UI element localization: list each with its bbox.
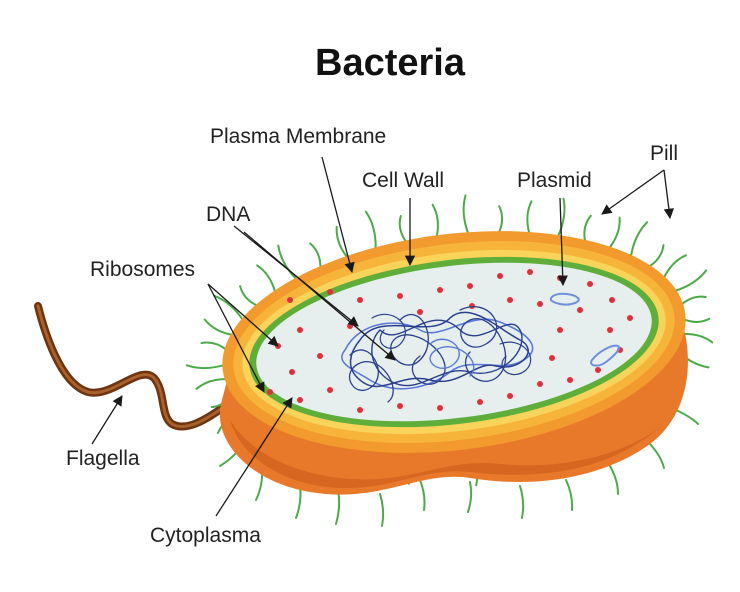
ribosome xyxy=(267,389,273,395)
pilus xyxy=(565,479,574,511)
ribosome xyxy=(627,315,633,321)
ribosome xyxy=(297,397,303,403)
ribosome xyxy=(587,281,593,287)
ribosome xyxy=(497,273,503,279)
pilus xyxy=(398,215,407,243)
ribosome xyxy=(357,297,363,303)
plasmid xyxy=(590,344,620,367)
ribosome xyxy=(397,293,403,299)
plasmid xyxy=(549,292,580,306)
pilus xyxy=(609,465,619,495)
ribosome-group xyxy=(267,269,633,413)
ribosome xyxy=(327,289,333,295)
ribosome xyxy=(289,369,295,375)
label-plasmid: Plasmid xyxy=(517,169,592,192)
diagram-title: Bacteria xyxy=(315,42,466,84)
leader-plasma-membrane xyxy=(321,156,355,274)
pilus xyxy=(648,244,665,268)
pilus xyxy=(662,254,687,280)
pilus xyxy=(309,242,322,269)
pilus xyxy=(467,481,473,513)
pilus xyxy=(335,489,341,525)
pilus xyxy=(673,269,708,293)
labels: Plasma Membrane Cell Wall Plasmid Pill D… xyxy=(66,125,678,547)
leader-flagella xyxy=(91,395,123,445)
leader-ribosomes-2 xyxy=(207,283,265,393)
pilus xyxy=(185,363,226,370)
pilus xyxy=(519,485,525,519)
ribosome xyxy=(327,387,333,393)
pilus xyxy=(256,264,277,293)
ribosome xyxy=(527,269,533,275)
pilus xyxy=(295,485,302,519)
pilus xyxy=(195,378,228,390)
leader-dna-2 xyxy=(243,231,396,361)
label-cytoplasma: Cytoplasma xyxy=(150,524,261,547)
pilus xyxy=(200,341,228,351)
pilus xyxy=(649,443,665,469)
ribosome xyxy=(287,297,293,303)
pilus xyxy=(335,225,349,259)
pilus xyxy=(364,210,377,250)
plasmid-group xyxy=(549,292,620,367)
pilus xyxy=(212,294,244,322)
pilus xyxy=(526,200,533,235)
flagellum xyxy=(34,302,232,431)
label-pill: Pill xyxy=(650,142,678,165)
ribosome xyxy=(317,353,323,359)
pilus xyxy=(682,317,711,323)
ribosome xyxy=(567,377,573,383)
ribosome xyxy=(607,327,613,333)
ribosome xyxy=(469,303,475,309)
label-cell-wall: Cell Wall xyxy=(362,169,444,192)
label-dna: DNA xyxy=(206,203,250,226)
ribosome xyxy=(437,405,443,411)
pilus xyxy=(203,318,234,336)
leader-ribosomes-1 xyxy=(207,283,279,347)
leader-pill-left xyxy=(601,169,665,215)
pilus xyxy=(277,244,298,281)
ribosome xyxy=(467,283,473,289)
capsule-shadow xyxy=(230,420,660,489)
pilus xyxy=(419,479,426,511)
ribosome xyxy=(477,399,483,405)
ribosome xyxy=(297,327,303,333)
ribosome xyxy=(397,403,403,409)
ribosome xyxy=(537,381,543,387)
leader-lines xyxy=(91,156,674,517)
ribosome xyxy=(557,327,563,333)
pilus xyxy=(379,493,385,527)
pilus xyxy=(239,285,259,307)
ribosome xyxy=(577,307,583,313)
ribosome xyxy=(507,297,513,303)
pilus xyxy=(498,205,504,234)
ribosome xyxy=(595,367,601,373)
ribosome xyxy=(549,355,555,361)
leader-plasmid xyxy=(557,197,568,287)
pilus xyxy=(583,214,592,243)
label-flagella: Flagella xyxy=(66,447,140,470)
label-plasma-membrane: Plasma Membrane xyxy=(210,125,386,148)
pilus xyxy=(680,295,707,306)
leader-cytoplasma xyxy=(215,397,293,517)
leader-pill-right xyxy=(663,169,674,220)
label-ribosomes: Ribosomes xyxy=(90,258,195,281)
pilus xyxy=(557,197,566,238)
pilus xyxy=(431,203,439,238)
cell-body xyxy=(219,231,688,495)
ribosome xyxy=(537,301,543,307)
pilus xyxy=(462,194,470,235)
pilus xyxy=(675,409,699,425)
ribosome xyxy=(417,309,423,315)
dna-nucleoid xyxy=(341,306,534,403)
ribosome xyxy=(507,393,513,399)
ribosome xyxy=(357,407,363,413)
ribosome xyxy=(609,297,615,303)
ribosome xyxy=(437,287,443,293)
pilus xyxy=(608,216,621,249)
pilus xyxy=(629,221,649,258)
